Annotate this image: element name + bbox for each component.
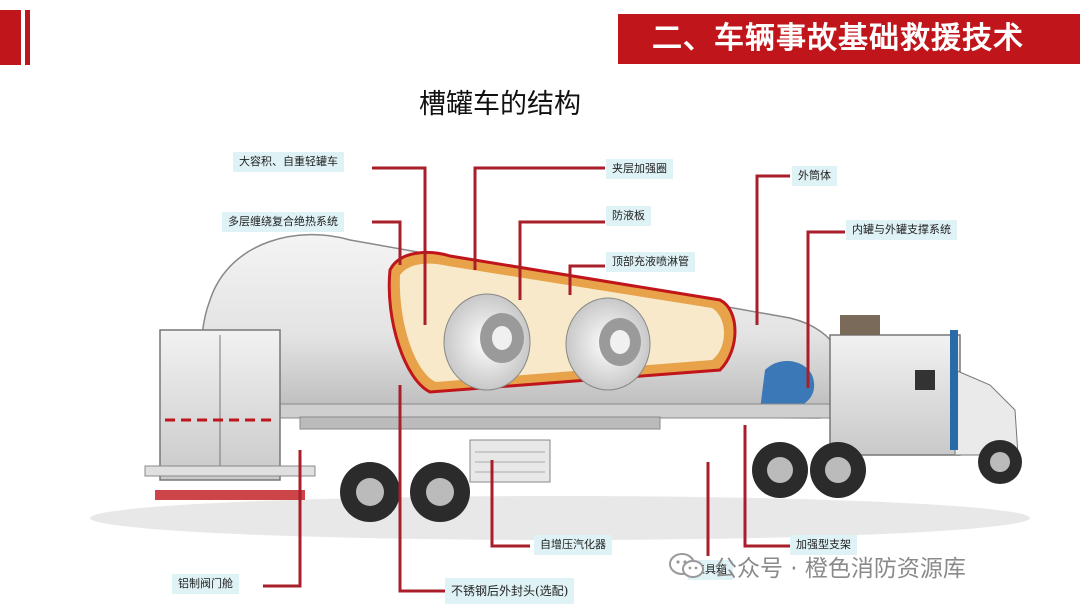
label-pressure-vaporizer: 自增压汽化器 xyxy=(534,535,612,555)
label-interlayer-ring: 夹层加强圈 xyxy=(606,159,673,179)
wechat-icon xyxy=(668,552,706,580)
label-baffle: 防液板 xyxy=(606,206,651,226)
tractor-cab xyxy=(830,335,960,455)
watermark-text: 公众号 · 橙色消防资源库 xyxy=(714,549,966,583)
vaporizer xyxy=(470,440,550,482)
watermark: 公众号 · 橙色消防资源库 xyxy=(668,551,966,581)
label-stainless-end-cap: 不锈钢后外封头(选配) xyxy=(445,578,574,604)
label-aluminum-valve-cabin: 铝制阀门舱 xyxy=(172,574,239,594)
label-inner-outer-support: 内罐与外罐支撑系统 xyxy=(846,220,957,240)
label-outer-shell: 外筒体 xyxy=(792,166,837,186)
label-top-spray-pipe: 顶部充液喷淋管 xyxy=(606,252,695,272)
label-lightweight-tank: 大容积、自重轻罐车 xyxy=(233,152,344,172)
label-multilayer-insulation: 多层缠绕复合绝热系统 xyxy=(222,212,344,232)
